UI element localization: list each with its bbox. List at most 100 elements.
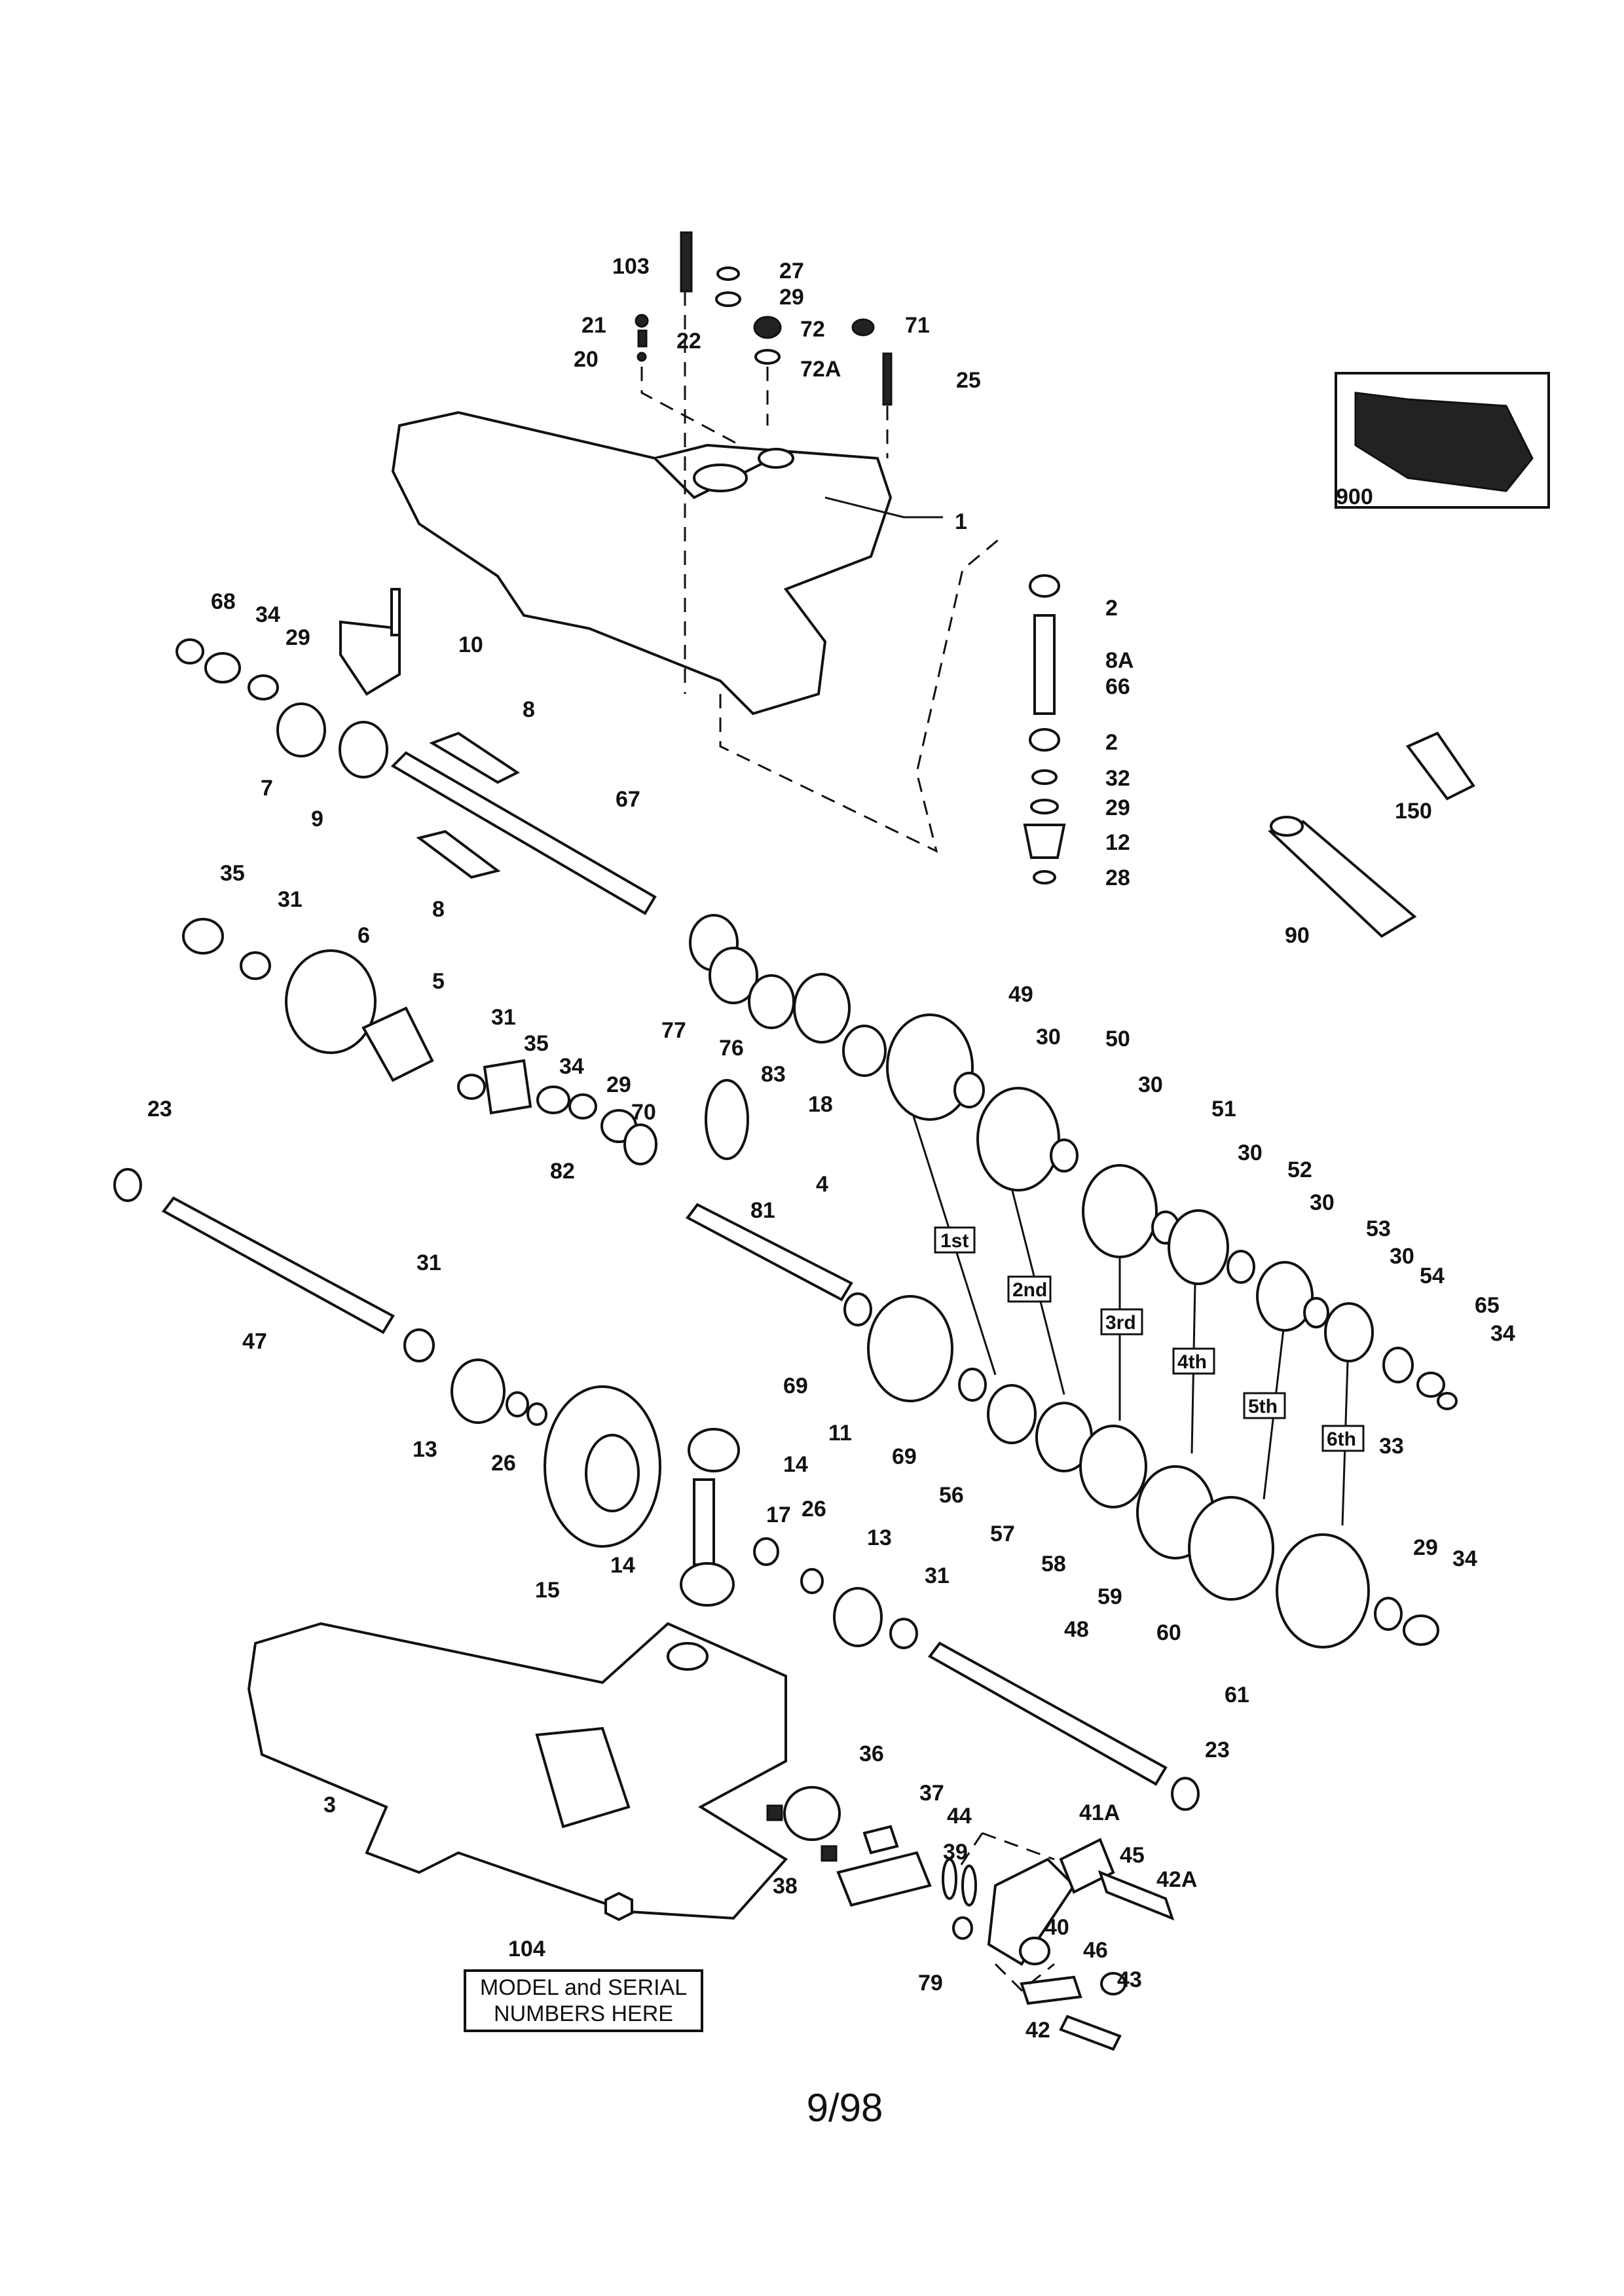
- washer-gear-group: [689, 914, 887, 1160]
- callout-43: 43: [1117, 1967, 1142, 1992]
- callout-69-b: 69: [892, 1444, 917, 1469]
- callout-65: 65: [1475, 1293, 1500, 1318]
- callout-44: 44: [947, 1804, 972, 1829]
- callout-34-lowright: 34: [1452, 1546, 1477, 1571]
- callout-30-d: 30: [1310, 1190, 1335, 1215]
- callout-103: 103: [612, 254, 650, 279]
- callout-39: 39: [943, 1840, 968, 1865]
- callout-30-c: 30: [1238, 1140, 1263, 1165]
- gear-label-6: 6th: [1327, 1429, 1356, 1450]
- callout-67: 67: [616, 787, 640, 812]
- lower-gear-series: [987, 1384, 1439, 1649]
- gear-label-boxes: 1st 2nd 3rd 4th 5th 6th: [934, 1226, 1365, 1452]
- callout-47: 47: [242, 1329, 267, 1354]
- callout-46: 46: [1083, 1938, 1108, 1963]
- callout-69-a: 69: [783, 1374, 808, 1398]
- callout-54: 54: [1420, 1264, 1445, 1288]
- callout-23-left: 23: [147, 1097, 172, 1121]
- callout-76: 76: [719, 1036, 744, 1061]
- callout-34-mid: 34: [559, 1054, 584, 1079]
- callout-48: 48: [1064, 1617, 1089, 1642]
- callout-104: 104: [508, 1937, 545, 1961]
- note-line-1: MODEL and SERIAL: [479, 1975, 688, 2000]
- model-serial-note: MODEL and SERIAL NUMBERS HERE: [464, 1969, 703, 2032]
- callout-30-e: 30: [1390, 1244, 1414, 1269]
- callout-32: 32: [1105, 766, 1130, 791]
- callout-14-upper: 14: [783, 1452, 808, 1477]
- callout-61: 61: [1225, 1683, 1249, 1707]
- callout-5: 5: [432, 969, 445, 994]
- callout-2-lower: 2: [1105, 730, 1118, 755]
- callout-8-upper: 8: [523, 697, 535, 722]
- callout-41a: 41A: [1079, 1800, 1120, 1825]
- left-shaft-47: [113, 1168, 435, 1362]
- callout-58: 58: [1041, 1552, 1066, 1576]
- callout-82: 82: [550, 1159, 575, 1184]
- callout-29-shaft: 29: [1105, 795, 1130, 820]
- callout-68: 68: [211, 589, 236, 614]
- gear-label-3: 3rd: [1105, 1312, 1136, 1334]
- callout-4: 4: [816, 1172, 828, 1197]
- shaft-4-group: [685, 1203, 987, 1402]
- callout-21: 21: [581, 313, 606, 338]
- callout-15: 15: [535, 1578, 560, 1603]
- callout-22: 22: [676, 329, 701, 354]
- callout-49: 49: [1008, 982, 1033, 1007]
- callout-26-right: 26: [802, 1497, 826, 1522]
- callout-31-lowleft: 31: [416, 1250, 441, 1275]
- callout-83: 83: [761, 1062, 786, 1087]
- callout-20: 20: [574, 347, 599, 372]
- callout-31-right: 31: [925, 1563, 950, 1588]
- callout-12: 12: [1105, 830, 1130, 855]
- callout-35-left: 35: [220, 861, 245, 886]
- inset-assembly-image: [1335, 372, 1550, 509]
- callout-35-mid: 35: [524, 1031, 549, 1056]
- callout-29-left: 29: [286, 625, 310, 650]
- callout-71: 71: [905, 313, 930, 338]
- callout-27: 27: [779, 259, 804, 283]
- upper-housing-part: [391, 410, 943, 716]
- callout-59: 59: [1098, 1584, 1122, 1609]
- callout-42: 42: [1025, 2018, 1050, 2043]
- callout-57: 57: [990, 1522, 1015, 1546]
- top-fasteners: [635, 231, 893, 694]
- callout-34-left: 34: [255, 602, 280, 627]
- callout-79: 79: [918, 1971, 943, 1995]
- callout-23-right: 23: [1205, 1738, 1230, 1762]
- shift-linkage-parts: [766, 1786, 1175, 2051]
- shaft-67: [390, 731, 657, 915]
- callout-8-lower: 8: [432, 897, 445, 922]
- callout-70: 70: [631, 1100, 656, 1125]
- callout-900: 900: [1336, 484, 1373, 509]
- upper-gear-series: [886, 1013, 1458, 1410]
- left-upper-parts: [175, 588, 401, 778]
- callout-150: 150: [1395, 799, 1432, 824]
- right-shaft-48: [928, 1641, 1200, 1811]
- callout-29-top: 29: [779, 285, 804, 310]
- gear-label-5: 5th: [1248, 1396, 1278, 1417]
- callout-66: 66: [1105, 674, 1130, 699]
- differential-gears: [451, 1358, 918, 1649]
- callout-81: 81: [750, 1198, 775, 1223]
- callout-72a: 72A: [800, 357, 841, 382]
- gear-label-2: 2nd: [1012, 1279, 1047, 1301]
- note-line-2: NUMBERS HERE: [494, 2001, 673, 2026]
- callout-51: 51: [1211, 1097, 1236, 1121]
- callout-8a: 8A: [1105, 648, 1134, 673]
- gear-label-4: 4th: [1177, 1351, 1207, 1373]
- sealant-tube: [1405, 731, 1475, 801]
- callout-45: 45: [1120, 1843, 1145, 1868]
- shaft-66-stack: [1023, 574, 1066, 884]
- callout-30-a: 30: [1036, 1025, 1061, 1049]
- callout-40: 40: [1044, 1915, 1069, 1940]
- assembly-dashed-outline: [719, 536, 1003, 853]
- callout-29-right: 29: [1413, 1535, 1438, 1560]
- callout-38: 38: [773, 1874, 798, 1899]
- callout-28: 28: [1105, 866, 1130, 890]
- callout-2-upper: 2: [1105, 596, 1118, 621]
- callout-14-lower: 14: [610, 1553, 635, 1578]
- callout-36: 36: [859, 1741, 884, 1766]
- callout-11: 11: [828, 1421, 852, 1446]
